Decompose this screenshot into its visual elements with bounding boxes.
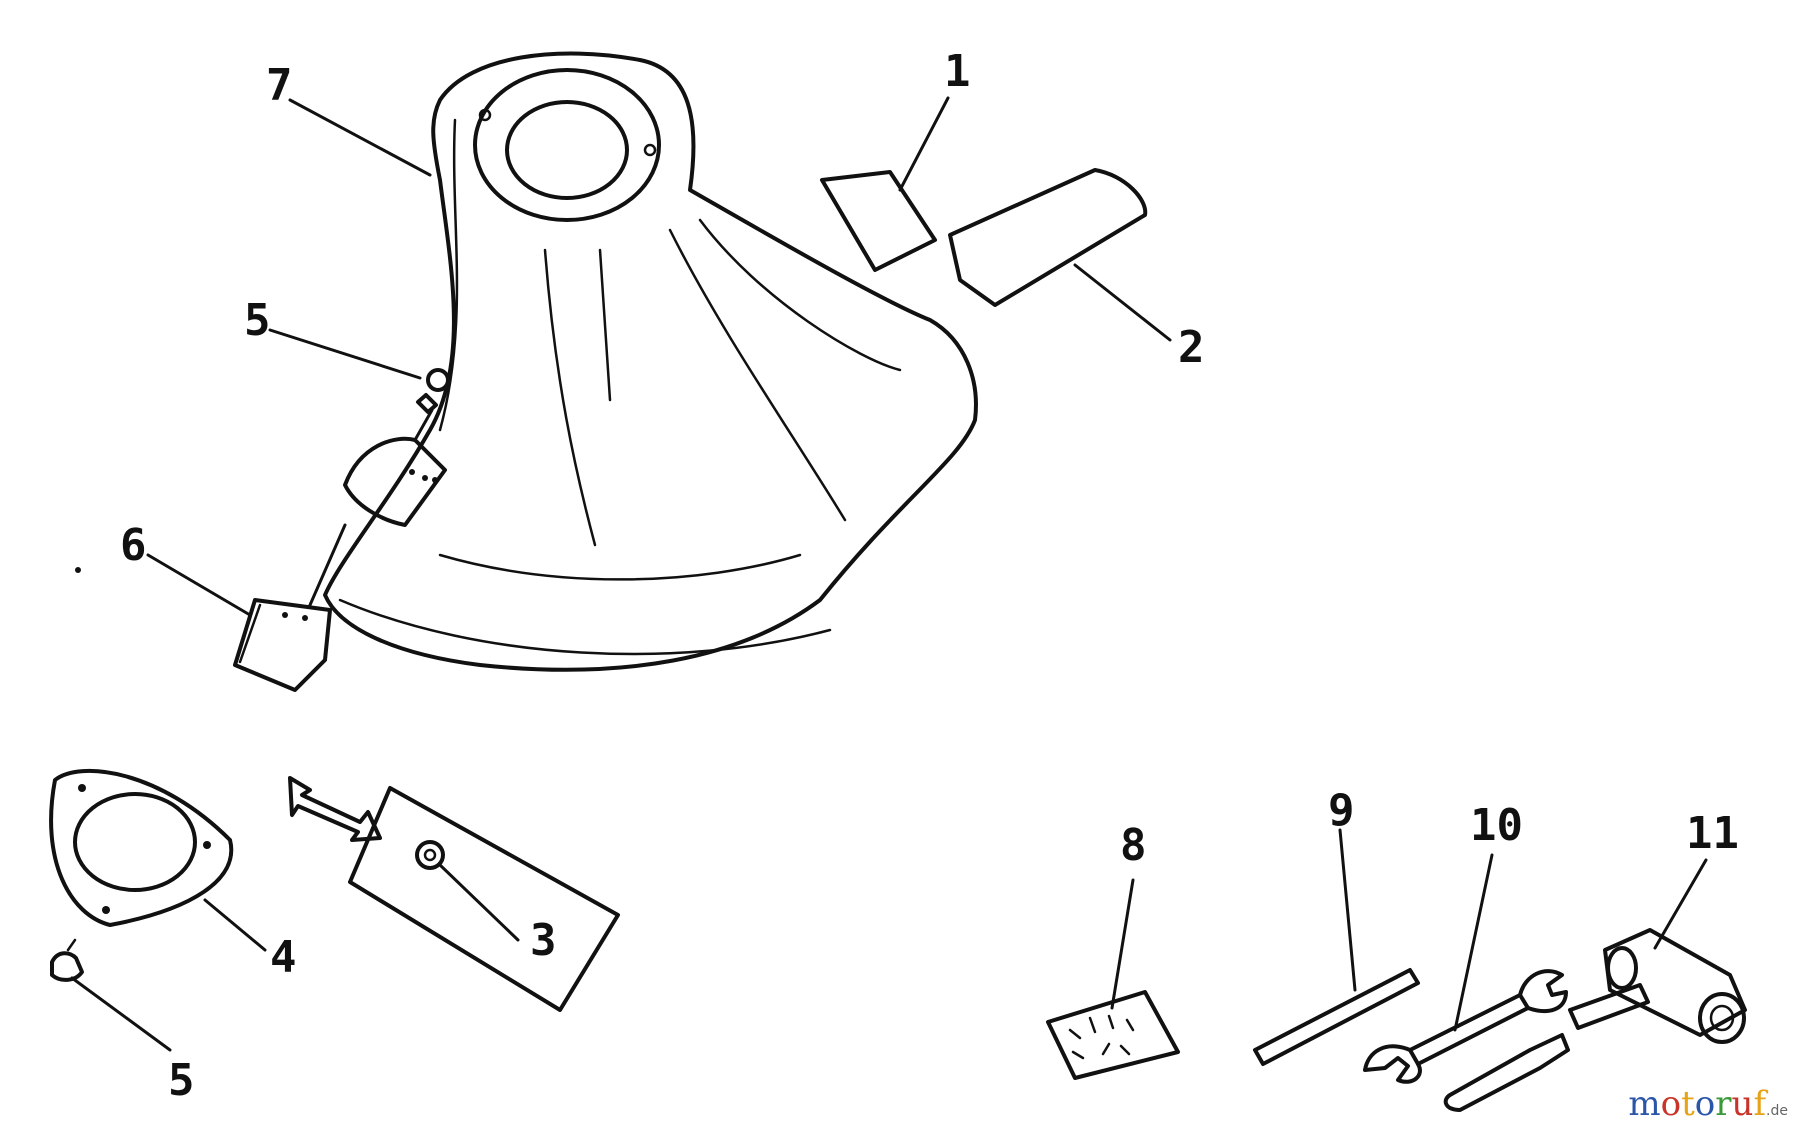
callout-9: 9 [1328, 785, 1355, 836]
leader-11 [1653, 858, 1708, 950]
leader-2 [1073, 263, 1172, 342]
leader-9 [1338, 828, 1357, 992]
screwdriver [1443, 1033, 1570, 1112]
bolt-top [413, 368, 450, 442]
socket-wrench [1568, 928, 1747, 1044]
leader-10 [1453, 853, 1494, 1032]
watermark-letter: o [1660, 1084, 1682, 1124]
watermark-letter: f [1753, 1084, 1767, 1124]
label-with-nut [348, 786, 620, 1012]
leader-5-bottom [70, 976, 172, 1052]
watermark-letter: o [1694, 1084, 1716, 1124]
callout-11: 11 [1686, 808, 1739, 859]
callout-1: 1 [944, 46, 971, 97]
callout-10: 10 [1470, 800, 1523, 851]
leader-1 [898, 96, 950, 192]
callout-8: 8 [1120, 820, 1147, 871]
double-arrow [288, 776, 382, 842]
callout-2: 2 [1178, 322, 1205, 373]
motoruf-watermark: motoruf.de [1628, 1084, 1788, 1124]
callout-5-top: 5 [244, 295, 271, 346]
leader-8 [1110, 878, 1135, 1010]
watermark-tld: .de [1766, 1103, 1788, 1119]
decal-small [820, 170, 937, 272]
leader-7 [288, 98, 432, 177]
watermark-letter: r [1715, 1084, 1732, 1124]
screw-bottom [50, 938, 84, 982]
guard-shield [323, 51, 978, 672]
callout-7: 7 [266, 60, 293, 111]
callout-3: 3 [530, 915, 557, 966]
gasket-plate [49, 768, 234, 927]
leader-4 [203, 898, 267, 952]
leader-3 [438, 863, 520, 942]
watermark-letter: m [1628, 1084, 1661, 1124]
callout-6: 6 [120, 520, 147, 571]
leader-6 [146, 553, 252, 617]
guard-mount-bracket [343, 436, 447, 527]
decal-long [948, 168, 1148, 307]
watermark-letter: t [1681, 1084, 1695, 1124]
rod [1253, 968, 1420, 1066]
watermark-letter: u [1731, 1084, 1754, 1124]
bracket-plate [233, 523, 347, 692]
leader-5-top [268, 328, 422, 380]
callout-4: 4 [270, 932, 297, 983]
callout-5-bottom: 5 [168, 1055, 195, 1106]
wrench [1363, 969, 1568, 1084]
